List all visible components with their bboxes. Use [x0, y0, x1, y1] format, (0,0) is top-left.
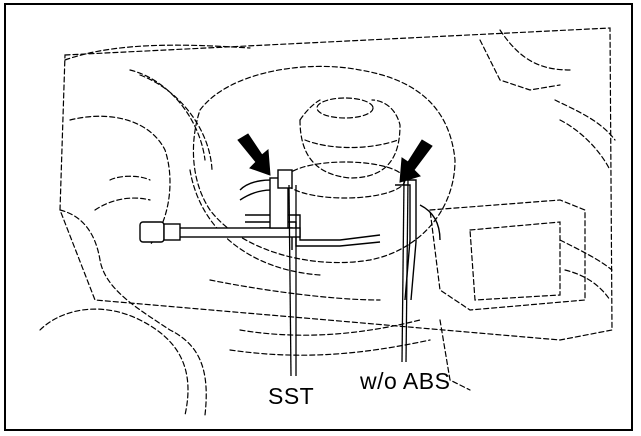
reservoir-cap	[316, 97, 374, 119]
abs-leader-line	[401, 179, 405, 363]
sst-wrench	[139, 169, 301, 243]
engine-bay-outline	[59, 27, 613, 341]
abs-arrow-icon	[399, 139, 433, 183]
without-abs-label: w/o ABS	[360, 368, 451, 394]
sst-leader-line	[288, 184, 292, 377]
brake-booster	[192, 65, 456, 264]
sst-label: SST	[268, 383, 315, 409]
reservoir-body	[299, 99, 401, 179]
sst-arrow-icon	[237, 133, 271, 176]
diagram-frame	[4, 3, 633, 431]
